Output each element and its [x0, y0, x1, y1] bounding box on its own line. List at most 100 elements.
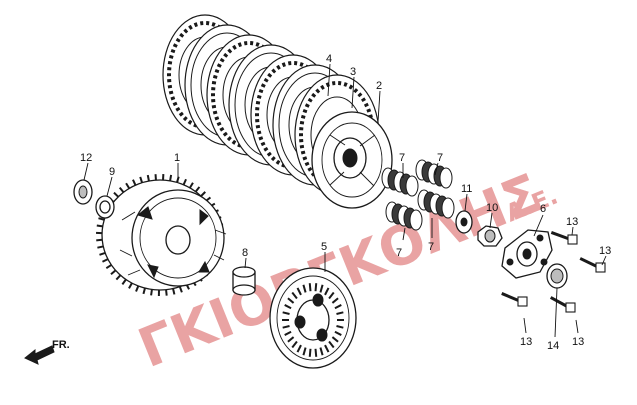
clutch-springs	[381, 159, 455, 231]
clutch-spring	[417, 189, 455, 219]
spline-tooth	[308, 348, 312, 357]
gear-tooth	[172, 288, 176, 295]
spline-tooth	[319, 347, 324, 356]
pressure-plate	[311, 111, 393, 209]
spline-tooth	[302, 284, 307, 293]
callout-9: 9	[109, 166, 115, 178]
clutch-center	[269, 267, 357, 369]
flange-bolt	[549, 296, 576, 313]
callout-4: 4	[326, 53, 332, 65]
gear-tooth	[150, 289, 153, 296]
spline-tooth	[291, 340, 298, 349]
bolt-head	[565, 302, 576, 313]
callout-13-top: 13	[566, 216, 578, 228]
spline-tooth	[308, 283, 312, 292]
clutch-spring	[415, 159, 453, 189]
callout-7-lower-left: 7	[396, 247, 402, 259]
gear-tooth	[132, 179, 137, 186]
gear-tooth	[98, 217, 105, 221]
spline-tooth	[319, 284, 324, 293]
spline-tooth	[284, 330, 292, 336]
callout-14: 14	[547, 340, 559, 352]
thrust-washer-12	[73, 179, 93, 205]
flange-bolt	[550, 231, 578, 245]
spring-coil	[409, 209, 423, 231]
gear-tooth	[182, 178, 187, 186]
spline-tooth	[334, 330, 342, 336]
flange-bolt	[579, 257, 606, 273]
callout-6: 6	[540, 203, 546, 215]
gear-tooth	[139, 176, 144, 184]
lifter-plate-6	[501, 229, 553, 279]
callout-13-right: 13	[599, 245, 611, 257]
gear-tooth	[178, 286, 183, 293]
spring-coil	[441, 197, 455, 219]
gear-tooth	[102, 258, 109, 263]
bolt-head	[517, 296, 528, 307]
clutch-plate-stack	[162, 14, 380, 196]
spline-tooth	[336, 325, 344, 329]
clutch-outer-basket	[96, 174, 227, 297]
washer-9	[95, 195, 115, 219]
callout-12: 12	[80, 152, 92, 164]
gear-tooth	[142, 287, 146, 295]
spline-tooth	[314, 283, 318, 292]
spline-tooth	[284, 304, 292, 310]
front-direction-label: FR.	[52, 339, 70, 351]
spline-tooth	[287, 297, 295, 304]
callout-3: 3	[350, 66, 356, 78]
gear-tooth	[115, 274, 122, 281]
leader-lines	[83, 63, 607, 338]
callout-2: 2	[376, 80, 382, 92]
bolt-head	[567, 234, 578, 245]
spline-tooth	[328, 291, 335, 300]
collar-8	[232, 266, 256, 296]
bolts-13	[501, 231, 606, 313]
clutch-spring	[381, 167, 419, 197]
spline-tooth	[334, 304, 342, 310]
spline-tooth	[324, 287, 330, 296]
callout-labels: 1 2 3 4 5 6 7 7 7 7 8 9 10 11 12 13 13 1…	[80, 53, 611, 352]
washer-11	[455, 210, 473, 234]
gear-tooth	[121, 278, 127, 285]
gear-tooth	[125, 182, 131, 189]
spline-tooth	[287, 336, 295, 343]
spline-tooth	[296, 287, 302, 296]
gear-tooth	[96, 224, 103, 228]
spring-coil	[439, 167, 453, 189]
front-direction-arrow: FR.	[24, 339, 70, 365]
lifter-10	[477, 225, 503, 247]
gear-tooth	[113, 191, 119, 198]
gear-tooth	[165, 289, 168, 296]
spline-tooth	[282, 311, 290, 315]
gear-tooth	[105, 264, 112, 270]
flange-bolt	[501, 292, 528, 307]
spline-tooth	[314, 348, 318, 357]
spring-coil	[405, 175, 419, 197]
gear-tooth	[169, 174, 173, 182]
callout-13-bottom-right: 13	[572, 336, 584, 348]
clutch-center-splines	[282, 283, 344, 357]
callout-7-upper-left: 7	[399, 152, 405, 164]
gear-tooth	[194, 186, 201, 193]
callout-10: 10	[486, 202, 498, 214]
callout-7-lower-right: 7	[428, 241, 434, 253]
bearing-14	[546, 263, 568, 289]
callout-8: 8	[242, 247, 248, 259]
bolt-head	[595, 262, 606, 273]
callout-13-bottom-left: 13	[520, 336, 532, 348]
spline-tooth	[328, 340, 335, 349]
gear-tooth	[200, 191, 206, 197]
spline-tooth	[331, 297, 339, 304]
clutch-spring	[385, 201, 423, 231]
callout-5: 5	[321, 241, 327, 253]
gear-tooth	[118, 186, 125, 193]
spline-tooth	[302, 347, 307, 356]
spline-tooth	[331, 336, 339, 343]
callout-1: 1	[174, 152, 180, 164]
callout-11: 11	[461, 183, 472, 195]
spline-tooth	[291, 291, 298, 300]
gear-tooth	[146, 174, 150, 182]
